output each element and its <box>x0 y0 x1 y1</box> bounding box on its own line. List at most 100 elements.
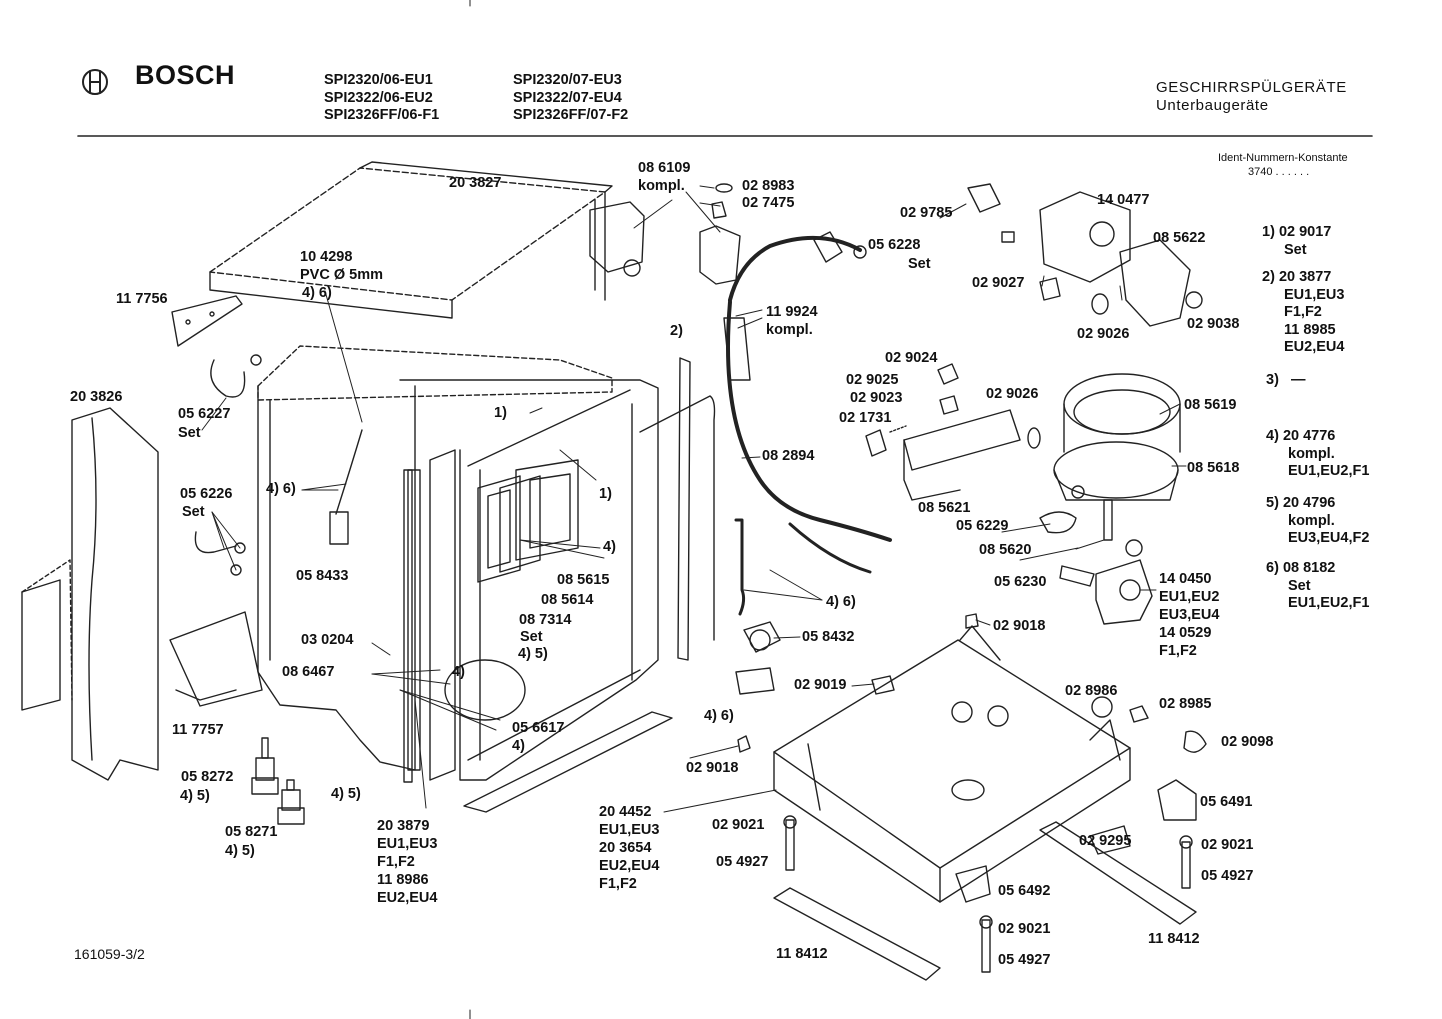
part-label: 03 0204 <box>301 632 354 648</box>
part-label: 20 4452 <box>599 804 652 820</box>
side-panel-part <box>21 407 159 781</box>
note-label: 4) 6) <box>826 594 856 610</box>
variant-label: EU3,EU4 <box>1159 607 1220 623</box>
part-label: 02 9019 <box>794 677 847 693</box>
legend-key: 1) <box>1262 224 1275 240</box>
legend-note-3: 3) — <box>1266 372 1305 390</box>
model-list-col2: SPI2320/07-EU3 SPI2322/07-EU4 SPI2326FF/… <box>513 72 628 125</box>
part-label: 02 7475 <box>742 195 795 211</box>
part-label: 20 3827 <box>449 175 502 191</box>
part-label: 02 9038 <box>1187 316 1240 332</box>
model-number: SPI2322/07-EU4 <box>513 89 622 106</box>
part-label: 05 4927 <box>1201 868 1254 884</box>
part-label: 02 9021 <box>1201 837 1254 853</box>
legend-note-4: 4) 20 4776 kompl. EU1,EU2,F1 <box>1266 428 1369 481</box>
variant-label: F1,F2 <box>1159 643 1197 659</box>
legend-line: Set <box>1288 577 1311 594</box>
seal-strip-part <box>639 395 716 641</box>
coil-part <box>1183 730 1207 753</box>
drawing-number: 161059-3/2 <box>74 946 145 962</box>
legend-line: 20 4776 <box>1282 428 1336 444</box>
note-label: 4) 6) <box>302 285 332 301</box>
note-label: 4) 6) <box>266 481 296 497</box>
model-list-col1: SPI2320/06-EU1 SPI2322/06-EU2 SPI2326FF/… <box>324 72 439 125</box>
legend-key: 4) <box>1266 428 1279 444</box>
clip-part <box>965 613 979 629</box>
part-label: 08 6109 <box>638 160 691 176</box>
part-label: 02 9018 <box>686 760 739 776</box>
legend-line: 08 8182 <box>1282 560 1336 576</box>
leader-lines-right <box>633 185 1187 813</box>
variant-label: EU1,EU3 <box>377 836 438 852</box>
part-label: 02 9027 <box>972 275 1025 291</box>
drain-pump-part <box>1059 559 1153 625</box>
bosch-logo-icon <box>82 69 108 95</box>
clip-part-3 <box>871 675 895 695</box>
filter-frames-part <box>477 459 579 583</box>
part-label: 08 6467 <box>282 664 335 680</box>
foot-rail-part-2 <box>1039 821 1197 925</box>
base-strip-part <box>463 711 673 813</box>
bracket-part-3 <box>1157 779 1197 821</box>
legend-key: 3) <box>1266 372 1279 388</box>
part-label: 02 9026 <box>1077 326 1130 342</box>
part-label: 20 3826 <box>70 389 123 405</box>
ident-label: Ident-Nummern-Konstante <box>1218 152 1348 164</box>
legend-key: 2) <box>1262 269 1275 285</box>
set-label: Set <box>182 504 205 520</box>
part-label: 05 6617 <box>512 720 565 736</box>
part-label: 02 9295 <box>1079 833 1132 849</box>
bracket-part-5 <box>735 667 775 695</box>
legend-line: 20 4796 <box>1282 495 1336 511</box>
part-label: 02 1731 <box>839 410 892 426</box>
legend-line: — <box>1290 372 1306 388</box>
part-label: kompl. <box>766 322 813 338</box>
sensor-part <box>329 511 349 545</box>
legend-note-1: 1) 02 9017 Set <box>1262 224 1331 259</box>
category-title: GESCHIRRSPÜLGERÄTE <box>1156 79 1347 96</box>
model-number: SPI2326FF/07-F2 <box>513 107 629 123</box>
terminal-part <box>1089 825 1131 855</box>
legend-line: Set <box>1284 241 1307 258</box>
part-label: 11 8412 <box>1148 931 1200 947</box>
note-label: 4) 5) <box>180 788 210 804</box>
part-label: 11 7756 <box>116 291 168 307</box>
part-label: 20 3879 <box>377 818 430 834</box>
base-tray-part <box>773 625 1131 903</box>
note-label: 2) <box>670 323 683 339</box>
legend-line: F1,F2 <box>1284 304 1322 320</box>
part-label: 08 5614 <box>541 592 594 608</box>
legend-line: EU1,EU2,F1 <box>1288 595 1370 611</box>
part-label: 05 6226 <box>180 486 233 502</box>
bracket-part <box>171 295 243 347</box>
legend-key: 6) <box>1266 560 1279 576</box>
legend-line: EU1,EU2,F1 <box>1288 463 1370 479</box>
part-label: 05 6227 <box>178 406 231 422</box>
legend-line: EU2,EU4 <box>1284 339 1345 355</box>
part-label: 11 7757 <box>172 722 224 738</box>
note-label: 4) <box>603 539 616 555</box>
part-label: 05 6491 <box>1200 794 1253 810</box>
part-label: 05 6229 <box>956 518 1009 534</box>
set-label: Set <box>520 629 543 645</box>
wire-part <box>734 518 746 616</box>
part-label: 05 8432 <box>802 629 855 645</box>
sump-part <box>1053 373 1181 557</box>
part-label: 08 5615 <box>557 572 610 588</box>
part-label: 08 5620 <box>979 542 1032 558</box>
part-label: 02 9021 <box>712 817 765 833</box>
hose-part-2 <box>194 531 237 554</box>
part-label: 08 7314 <box>519 612 572 628</box>
note-label: 4) 5) <box>225 843 255 859</box>
part-label: 05 4927 <box>998 952 1051 968</box>
part-label: 02 9023 <box>850 390 903 406</box>
part-label: 14 0450 <box>1159 571 1212 587</box>
part-label: 02 9785 <box>900 205 953 221</box>
bracket-part-2 <box>169 611 263 707</box>
part-label: 02 9026 <box>986 386 1039 402</box>
part-label: 02 9018 <box>993 618 1046 634</box>
legend-note-5: 5) 20 4796 kompl. EU3,EU4,F2 <box>1266 495 1369 548</box>
valve-part <box>251 737 305 825</box>
capacitor-part <box>1091 696 1113 718</box>
